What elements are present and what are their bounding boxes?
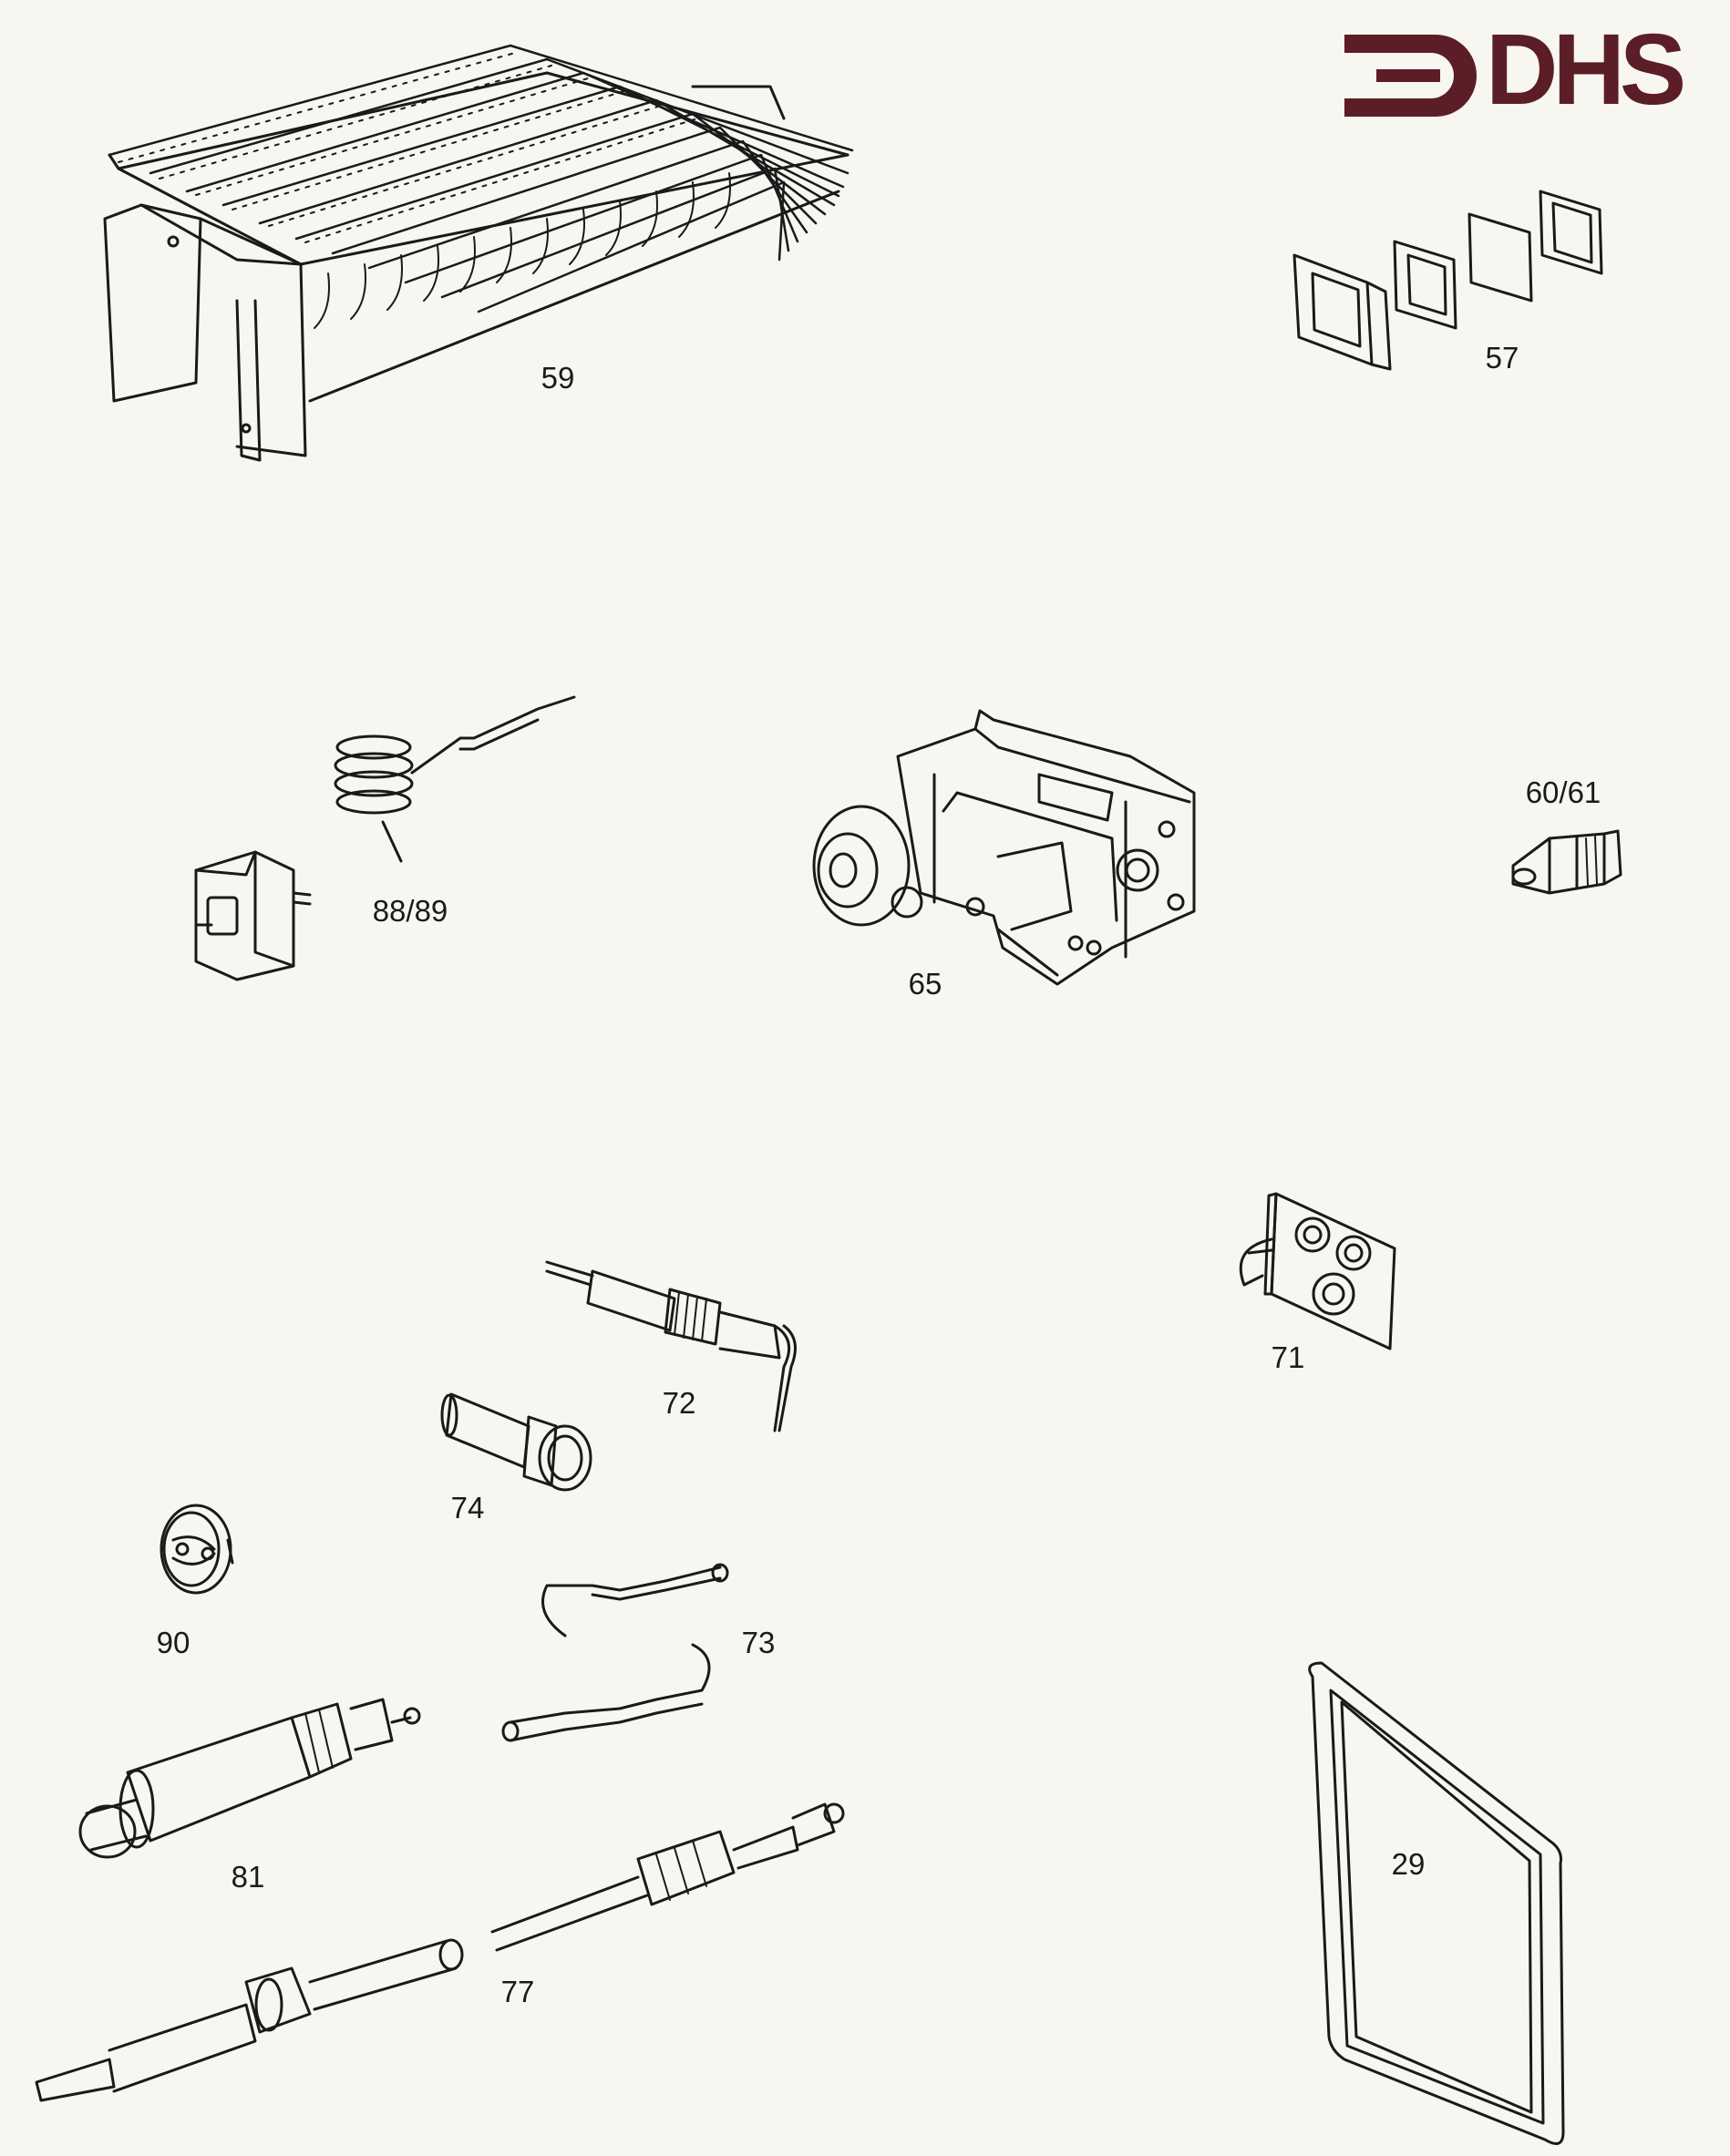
- heat-exchanger-icon: [103, 44, 854, 462]
- ignition-lead-icon: [501, 1563, 729, 1742]
- part-label-73: 73: [741, 1626, 776, 1659]
- part-label-90: 90: [156, 1626, 191, 1659]
- part-label-60-61: 60/61: [1525, 775, 1601, 809]
- gasket-set-icon: [1292, 190, 1603, 371]
- part-label-71: 71: [1271, 1340, 1305, 1374]
- logo-text: DHS: [1486, 14, 1686, 126]
- logo-mark-icon: [1344, 35, 1477, 117]
- sleeve-icon: [440, 1392, 592, 1492]
- door-seal-icon: [1308, 1661, 1565, 2145]
- magnet-unit-icon: [78, 1698, 421, 1859]
- part-label-59: 59: [541, 361, 575, 395]
- part-label-72: 72: [662, 1386, 696, 1420]
- thermocouple-icon: [35, 1802, 845, 2102]
- thermostat-with-capillary-icon: [194, 695, 576, 981]
- knob-icon: [160, 1504, 234, 1595]
- burner-plate-icon: [1239, 1192, 1396, 1350]
- part-label-57: 57: [1485, 341, 1519, 375]
- part-label-29: 29: [1391, 1847, 1426, 1881]
- part-label-77: 77: [500, 1975, 535, 2008]
- part-label-81: 81: [231, 1860, 265, 1894]
- ignition-electrode-icon: [545, 1260, 797, 1432]
- part-label-74: 74: [450, 1491, 485, 1525]
- part-label-65: 65: [908, 967, 942, 1001]
- injector-nozzle-icon: [1511, 829, 1622, 895]
- part-label-88-89: 88/89: [372, 894, 448, 928]
- gas-valve-icon: [812, 709, 1196, 986]
- dhs-logo: DHS: [1340, 20, 1686, 130]
